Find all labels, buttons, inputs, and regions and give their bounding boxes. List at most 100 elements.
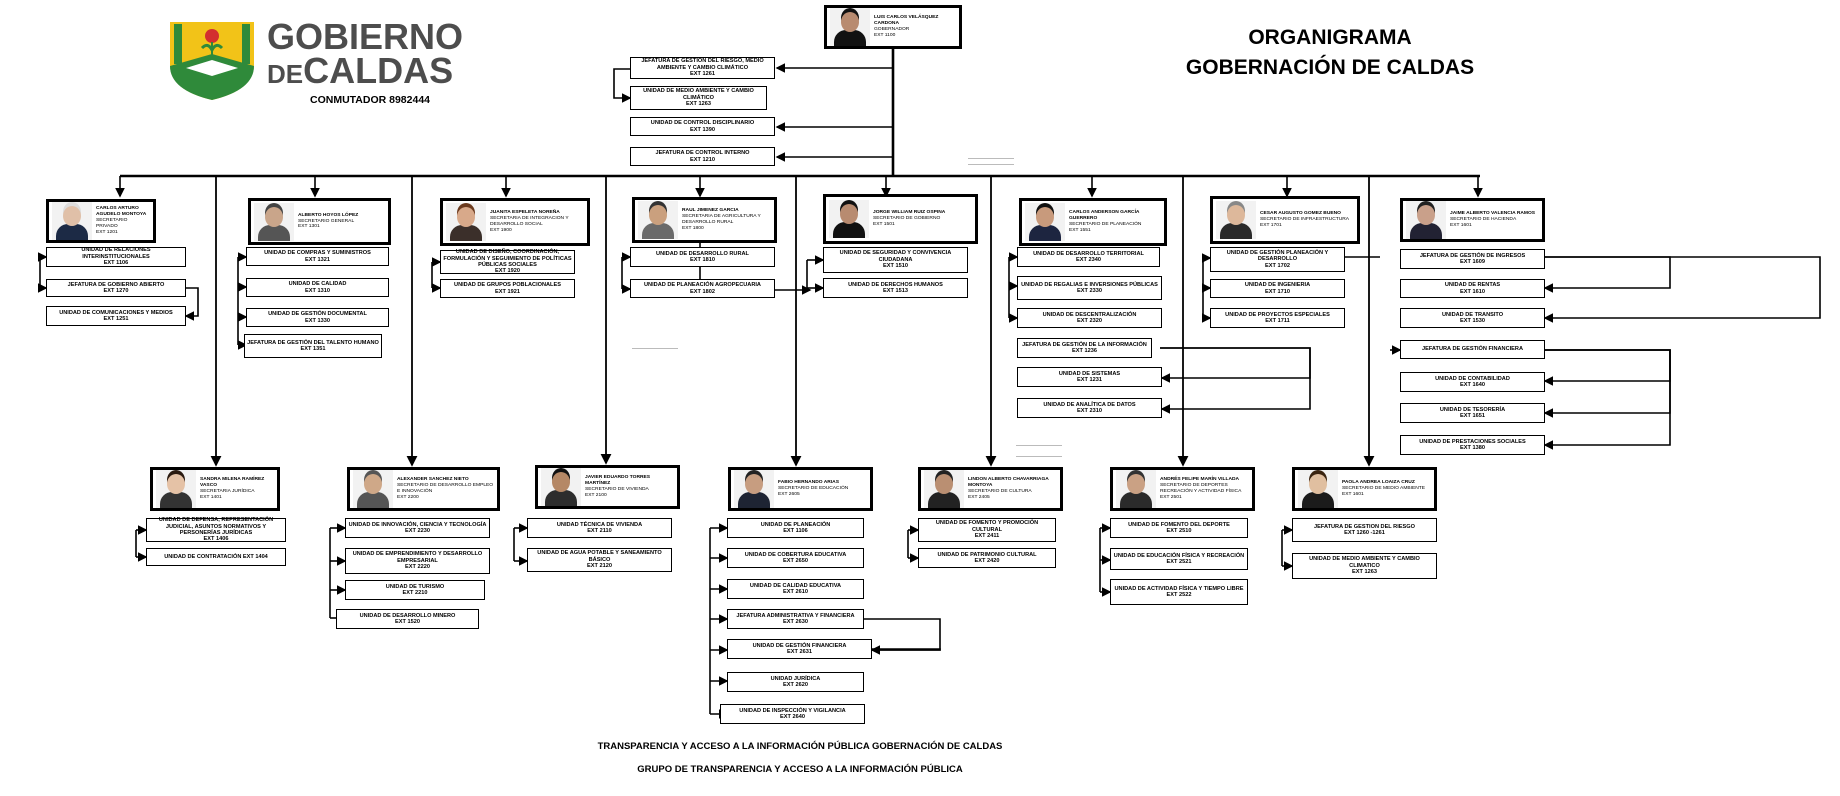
unit-ext: EXT 1236 (1072, 348, 1097, 354)
unit-box[interactable]: UNIDAD DE DEFENSA, REPRESENTACIÓN JUDICI… (146, 517, 286, 543)
card-ext: EXT 1301 (298, 224, 320, 230)
unit-box[interactable]: UNIDAD DE REGALIAS E INVERSIONES PÚBLICA… (1017, 276, 1162, 300)
card-role: SECRETARIO PRIVADO (96, 218, 128, 229)
portrait-head (745, 474, 763, 494)
unit-label: UNIDAD DE RELACIONES INTERINSTITUCIONALE… (81, 247, 151, 260)
unit-box[interactable]: UNIDAD DE CONTRATACIÓN EXT 1404 (146, 548, 286, 566)
unit-box[interactable]: UNIDAD DE EMPRENDIMIENTO Y DESARROLLO EM… (345, 548, 490, 574)
unit-box[interactable]: UNIDAD DE ACTIVIDAD FÍSICA Y TIEMPO LIBR… (1110, 579, 1248, 605)
unit-box[interactable]: UNIDAD DE MEDIO AMBIENTE Y CAMBIO CLIMAT… (1292, 553, 1437, 579)
unit-label: UNIDAD DE DEFENSA, REPRESENTACIÓN JUDICI… (158, 517, 274, 536)
unit-box[interactable]: JEFATURA DE GESTIÓN FINANCIERA (1400, 340, 1545, 359)
card-name: RAUL JIMENEZ GARCIA (682, 208, 739, 214)
unit-box[interactable]: UNIDAD DE AGUA POTABLE Y SANEAMIENTO BÁS… (527, 548, 672, 572)
unit-ext: EXT 1261 (690, 71, 715, 78)
portrait-torso (258, 224, 290, 241)
unit-ext: EXT 1106 (103, 260, 129, 267)
card-role: SECRETARIO GENERAL (298, 218, 355, 224)
unit-ext: EXT 1406 (203, 536, 229, 543)
unit-ext: EXT 2630 (783, 619, 808, 625)
unit-ext: EXT 2640 (780, 714, 805, 720)
gobierno-de-caldas-logo (170, 22, 254, 100)
unit-ext: EXT 2120 (587, 563, 612, 570)
portrait-photo (52, 202, 92, 240)
unit-box[interactable]: UNIDAD DE GESTIÓN PLANEACIÓN Y DESARROLL… (1210, 247, 1345, 272)
governor-unit-box[interactable]: JEFATURA DE GESTIÓN DEL RIESGO, MEDIO AM… (630, 57, 775, 79)
connector (1543, 256, 1671, 293)
unit-label: UNIDAD TÉCNICA DE VIVIENDA (556, 521, 643, 528)
governor-unit-box[interactable]: UNIDAD DE MEDIO AMBIENTE Y CAMBIO CLIMÁT… (630, 86, 767, 110)
unit-box[interactable]: UNIDAD DE RELACIONES INTERINSTITUCIONALE… (46, 247, 186, 267)
footer-line-1: TRANSPARENCIA Y ACCESO A LA INFORMACIÓN … (597, 741, 1003, 752)
card-role: SECRETARIO DE DEPORTES RECREACIÓN Y ACTI… (1160, 483, 1242, 494)
unit-label: UNIDAD DE DISEÑO, COORDINACIÓN, FORMULAC… (443, 249, 572, 268)
unit-label: JEFATURA DE GESTIÓN FINANCIERA (1421, 346, 1523, 353)
unit-label: UNIDAD DE TURISMO (385, 583, 445, 590)
unit-box[interactable]: UNIDAD DE SEGURIDAD Y CONVIVENCIA CIUDAD… (823, 247, 968, 273)
unit-label: UNIDAD DE CALIDAD (288, 281, 347, 288)
unit-box[interactable]: UNIDAD DE INNOVACIÓN, CIENCIA Y TECNOLOG… (345, 518, 490, 538)
unit-label: UNIDAD DE TRANSITO (1441, 311, 1504, 318)
unit-box[interactable]: UNIDAD DE DISEÑO, COORDINACIÓN, FORMULAC… (440, 249, 575, 274)
card-ext: EXT 2501 (1160, 494, 1182, 500)
